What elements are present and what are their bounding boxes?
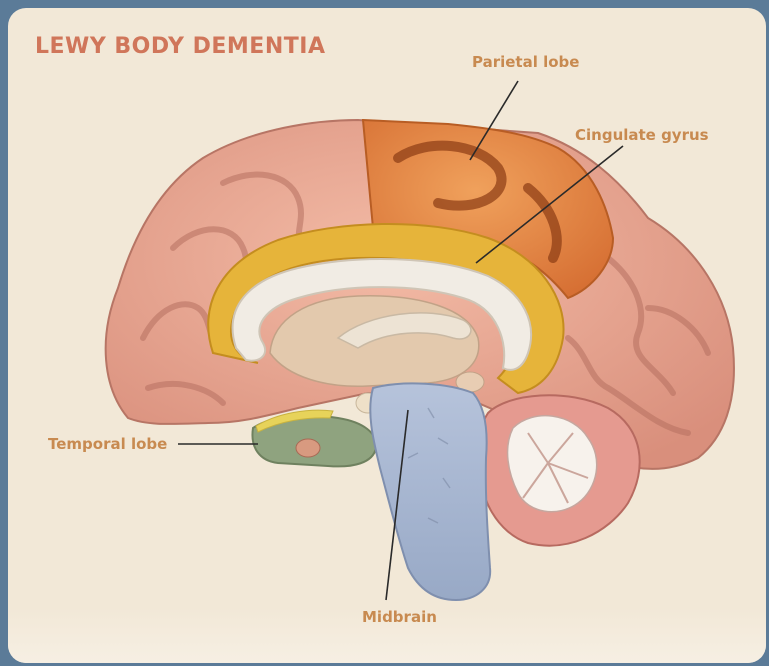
label-midbrain: Midbrain: [362, 608, 437, 626]
brain-diagram: [8, 8, 766, 663]
label-parietal-lobe: Parietal lobe: [472, 53, 579, 71]
midbrain-highlight: [370, 383, 490, 600]
label-temporal-lobe: Temporal lobe: [48, 435, 167, 453]
hippocampus: [296, 439, 320, 457]
diagram-title: LEWY BODY DEMENTIA: [35, 34, 325, 59]
diagram-card: LEWY BODY DEMENTIA: [8, 8, 766, 663]
label-cingulate-gyrus: Cingulate gyrus: [575, 126, 709, 144]
thalamus: [270, 296, 479, 386]
